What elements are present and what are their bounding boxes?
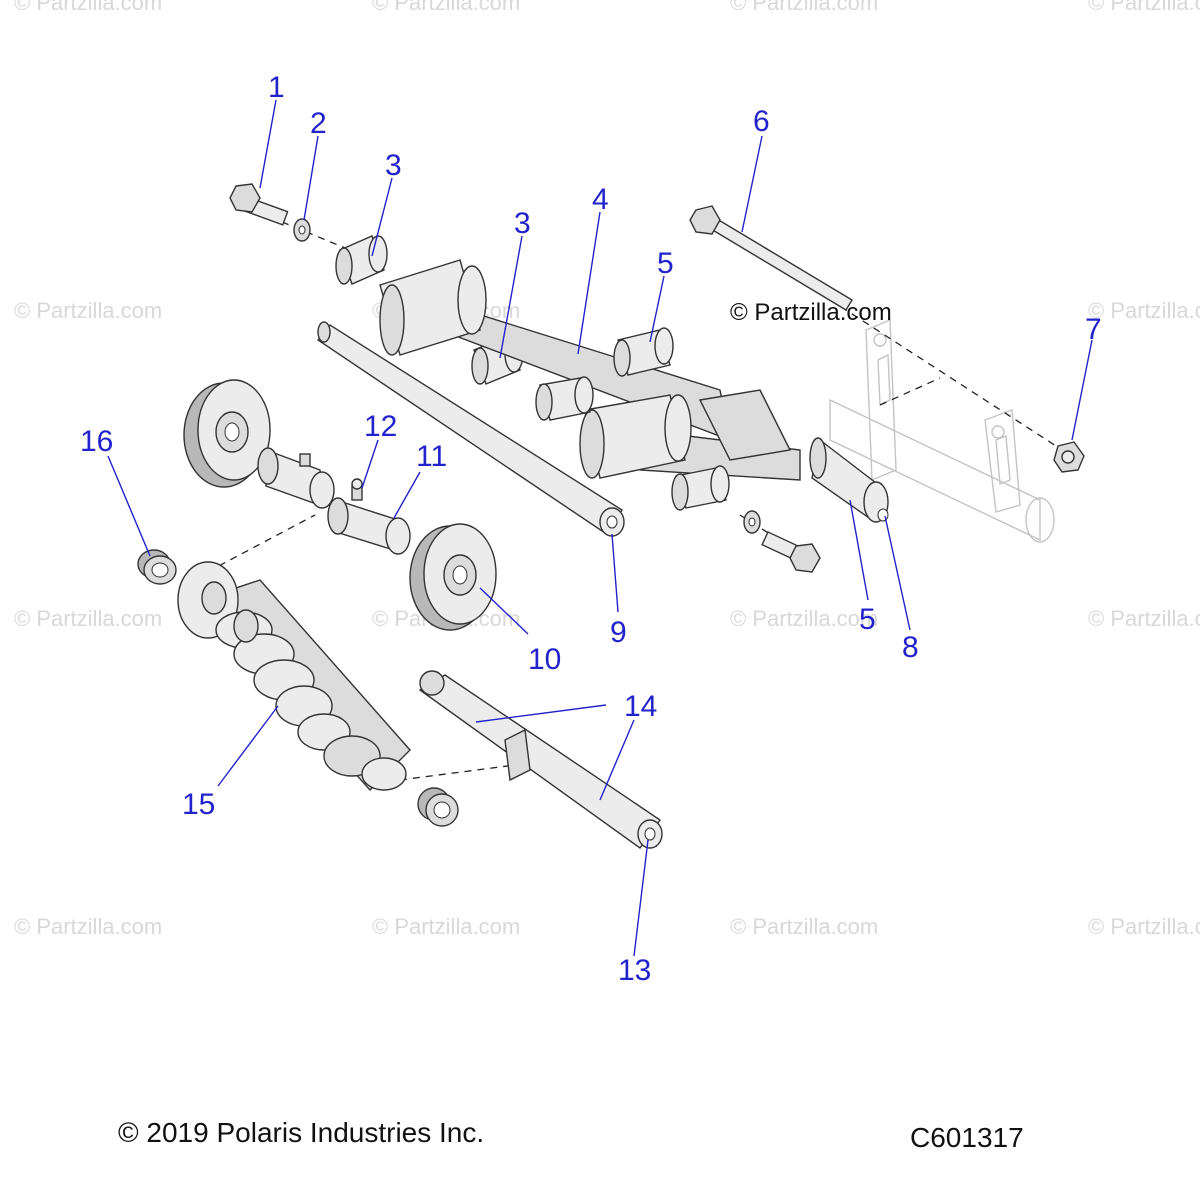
callout-6: 6 [753, 105, 770, 138]
watermark: © Partzilla.com [372, 0, 520, 15]
part-axle-upper [257, 447, 335, 509]
watermark: © Partzilla.com [730, 914, 878, 939]
callout-14: 14 [624, 690, 657, 723]
callout-5: 5 [657, 247, 674, 280]
frame-mount-ghost [829, 318, 1055, 543]
callout-13: 13 [618, 954, 651, 987]
part-bushing-5b [535, 376, 594, 421]
part-bushing-5a [613, 327, 674, 377]
callout-1: 1 [268, 71, 285, 104]
part-wheel-upper [183, 379, 271, 488]
callout-11: 11 [416, 440, 447, 473]
callout-12: 12 [364, 410, 397, 443]
part-washer-lower [743, 510, 761, 534]
callout-16: 16 [80, 425, 113, 458]
part-a-arm-4 [379, 259, 801, 481]
part-cap-13 [637, 819, 663, 849]
callout-5: 5 [859, 603, 876, 636]
callouts: 1 2 3 3 4 5 6 7 5 8 9 10 11 12 13 14 15 … [80, 71, 1102, 987]
watermark: © Partzilla.com [1088, 298, 1200, 323]
watermark: © Partzilla.com [14, 606, 162, 631]
callout-9: 9 [610, 616, 627, 649]
watermark: © Partzilla.com [1088, 914, 1200, 939]
watermark: © Partzilla.com [1088, 606, 1200, 631]
diagram-code: C601317 [910, 1122, 1024, 1153]
part-long-bolt-6 [689, 205, 853, 311]
part-bushing-16 [137, 549, 177, 585]
watermark: © Partzilla.com [1088, 0, 1200, 15]
callout-3: 3 [514, 207, 531, 240]
part-axle-14 [418, 670, 661, 849]
part-bushing-3a [335, 235, 388, 285]
part-nut-7 [1053, 441, 1085, 473]
part-shock-15 [177, 561, 411, 792]
part-washer-2 [293, 218, 311, 242]
watermark: © Partzilla.com [14, 914, 162, 939]
watermark: © Partzilla.com [730, 0, 878, 15]
watermark: © Partzilla.com [14, 298, 162, 323]
callout-4: 4 [592, 183, 609, 216]
callout-7: 7 [1085, 313, 1102, 346]
part-bushing-lower [417, 787, 459, 827]
part-tube-9 [316, 321, 625, 537]
callout-8: 8 [902, 631, 919, 664]
callout-10: 10 [528, 643, 561, 676]
callout-15: 15 [182, 788, 215, 821]
watermark: © Partzilla.com [14, 0, 162, 15]
part-shaft-8 [809, 437, 889, 523]
leader-lines [107, 99, 1093, 957]
copyright-text: © 2019 Polaris Industries Inc. [118, 1117, 484, 1148]
watermark: © Partzilla.com [372, 914, 520, 939]
part-grease-fitting-12 [351, 478, 363, 501]
callout-2: 2 [310, 107, 327, 140]
part-bolt-1 [229, 183, 289, 226]
part-bolt-lower [761, 531, 821, 573]
part-bushing-5c [671, 465, 730, 511]
callout-3: 3 [385, 149, 402, 182]
watermark: © Partzilla.com [730, 606, 878, 631]
brand-label: © Partzilla.com [730, 299, 892, 326]
part-spacer-11 [327, 497, 411, 555]
part-wheel-10 [409, 523, 497, 631]
